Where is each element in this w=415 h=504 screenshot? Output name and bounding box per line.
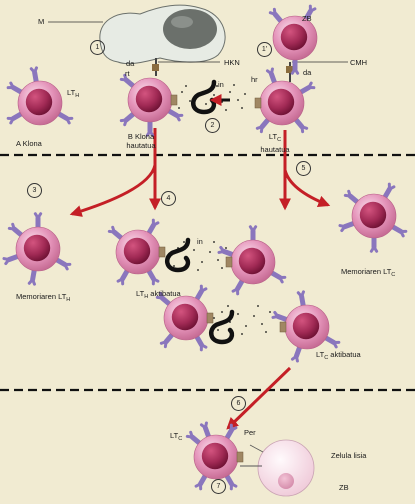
step-3-badge: 3	[27, 183, 42, 198]
label-per: Per	[244, 428, 256, 437]
label-memoriaren-lth: Memoriaren LTH	[16, 292, 71, 303]
label-lth: LTH	[67, 88, 80, 99]
step-4-badge: 4	[161, 191, 176, 206]
lymphocyte-lth-active	[107, 218, 166, 286]
label-m: M	[38, 17, 45, 26]
lymphocyte-a-clone	[6, 66, 74, 126]
label-zb-top: ZB	[302, 14, 312, 23]
label-ltc-bottom: LTC	[170, 431, 183, 442]
step-1-prime-badge: 1'	[257, 42, 272, 57]
label-hkn: HKN	[224, 58, 240, 67]
label-da-right: da	[303, 68, 312, 77]
label-in-top: in	[218, 80, 224, 89]
step-6-badge: 6	[231, 396, 246, 411]
lymphocyte-ltc-top	[254, 67, 316, 134]
label-memoriaren-ltc: Memoriaren LTC	[341, 267, 396, 278]
step-1-badge: 1	[90, 40, 105, 55]
lymphocyte-zb	[268, 4, 318, 75]
label-a-klona: A Klona	[16, 139, 42, 148]
lymphocyte-ltc-partner	[271, 290, 341, 363]
macrophage-icon	[99, 4, 226, 65]
lymphocyte-ltc-active	[155, 284, 214, 352]
interleukin-hook-icon	[164, 79, 271, 345]
lymphocyte-memory-lth	[2, 212, 72, 286]
label-lth-aktibatua: LTH aktibatua	[136, 289, 181, 300]
selection-arrows	[69, 128, 331, 430]
target-cell-icon	[240, 439, 315, 497]
label-cmh: CMH	[350, 58, 368, 67]
lymphocyte-ltc-bottom	[185, 421, 244, 491]
label-da-left: da	[126, 59, 135, 68]
label-rt: rt	[125, 69, 130, 78]
label-ltc-aktibatua: LTC aktibatua	[316, 350, 361, 361]
label-zb-bottom: ZB	[339, 483, 349, 492]
step-5-badge: 5	[296, 161, 311, 176]
label-hr: hr	[251, 75, 258, 84]
label-in-mid: in	[197, 237, 203, 246]
lymphocyte-lth-partner	[217, 225, 287, 296]
lymphocyte-memory-ltc	[338, 182, 408, 253]
label-zelula-lisia: Zelula lisia	[331, 451, 367, 460]
step-7-badge: 7	[211, 479, 226, 494]
receptor-icon	[152, 58, 293, 82]
step-2-badge: 2	[205, 118, 220, 133]
lymphocyte-b-clone	[119, 73, 184, 137]
lymphocyte-group	[2, 4, 408, 491]
